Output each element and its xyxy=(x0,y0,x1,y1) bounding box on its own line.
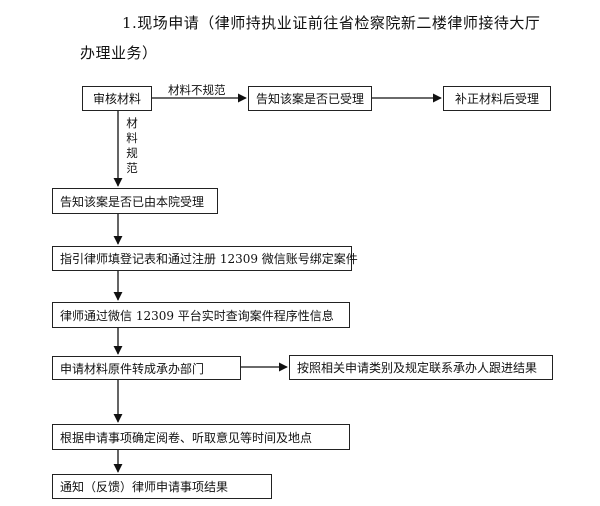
notify-not-accepted-box: 告知该案是否已受理 xyxy=(248,86,372,111)
guide-register-box: 指引律师填登记表和通过注册 12309 微信账号绑定案件 xyxy=(52,246,358,271)
edge-label-nonstandard: 材料不规范 xyxy=(168,83,226,97)
transfer-department-box: 申请材料原件转成承办部门 xyxy=(52,356,241,380)
determine-time-place-box: 根据申请事项确定阅卷、听取意见等时间及地点 xyxy=(52,424,350,450)
supplement-materials-box: 补正材料后受理 xyxy=(443,86,551,111)
review-materials-box: 审核材料 xyxy=(82,86,152,111)
edge-label-standard: 材料规范 xyxy=(126,116,138,175)
section-heading-line2: 办理业务） xyxy=(80,44,158,62)
notify-result-box: 通知（反馈）律师申请事项结果 xyxy=(52,474,272,499)
notify-accepted-box: 告知该案是否已由本院受理 xyxy=(52,188,218,214)
wechat-query-box: 律师通过微信 12309 平台实时查询案件程序性信息 xyxy=(52,302,350,328)
section-heading-line1: 1.现场申请（律师持执业证前往省检察院新二楼律师接待大厅 xyxy=(122,14,541,32)
contact-handler-box: 按照相关申请类别及规定联系承办人跟进结果 xyxy=(289,355,553,380)
